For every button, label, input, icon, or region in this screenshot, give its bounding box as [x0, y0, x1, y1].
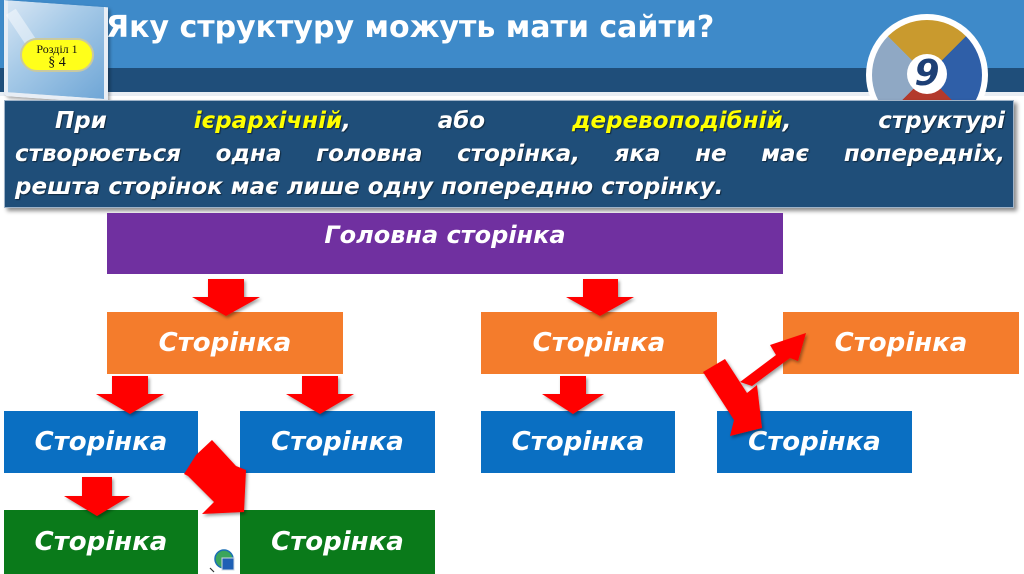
arrow-down-icon — [96, 376, 164, 414]
definition-word: головна — [316, 141, 423, 167]
definition-word: або — [437, 108, 486, 134]
highlight-treelike: деревоподібній — [571, 108, 783, 134]
node-page-a2a: Сторінка — [240, 510, 435, 574]
definition-word: яка — [614, 141, 661, 167]
definition-term: деревоподібній, — [572, 105, 791, 138]
definition-word: структурі — [878, 108, 1005, 134]
page-title: Яку структуру можуть мати сайти? — [106, 10, 715, 45]
section-label: Розділ 1 — [36, 42, 78, 56]
node-page-a1a: Сторінка — [4, 510, 198, 574]
definition-word: При — [55, 108, 107, 134]
paragraph-label: § 4 — [48, 55, 66, 70]
definition-word: не — [695, 141, 727, 167]
grade-logo: 9 — [866, 14, 988, 106]
grade-number: 9 — [907, 54, 947, 94]
definition-line-3: решта сторінок має лише одну попередню с… — [15, 174, 724, 200]
definition-box: При ієрархічній, або деревоподібній, стр… — [4, 100, 1014, 208]
definition-term: ієрархічній, — [194, 105, 351, 138]
network-globe-icon — [209, 549, 235, 573]
comma: , — [342, 108, 351, 134]
section-badge: Розділ 1 § 4 — [20, 38, 94, 72]
arrow-down-icon — [192, 279, 260, 316]
definition-word: попередніх, — [843, 141, 1005, 167]
comma: , — [782, 108, 792, 134]
node-main-page: Головна сторінка — [107, 213, 783, 274]
definition-word: створюється — [15, 141, 182, 167]
header-bar — [0, 0, 1024, 68]
node-page-a: Сторінка — [107, 312, 343, 374]
node-page-a1: Сторінка — [4, 411, 198, 473]
node-page-c: Сторінка — [783, 312, 1019, 374]
node-page-b2: Сторінка — [717, 411, 912, 473]
highlight-hierarchical: ієрархічній — [193, 108, 343, 134]
header-band — [0, 68, 1024, 92]
arrow-down-icon — [286, 376, 354, 414]
definition-line-1: При ієрархічній, або деревоподібній, стр… — [15, 105, 1005, 138]
header-divider — [0, 92, 1024, 96]
definition-word: має — [761, 141, 810, 167]
node-page-a2: Сторінка — [240, 411, 435, 473]
node-page-b: Сторінка — [481, 312, 717, 374]
arrow-down-icon — [542, 376, 604, 414]
definition-word: сторінка, — [457, 141, 580, 167]
arrow-down-icon — [566, 279, 634, 316]
node-page-b1: Сторінка — [481, 411, 675, 473]
definition-line-2: створюється одна головна сторінка, яка н… — [15, 138, 1005, 171]
definition-word: одна — [215, 141, 282, 167]
